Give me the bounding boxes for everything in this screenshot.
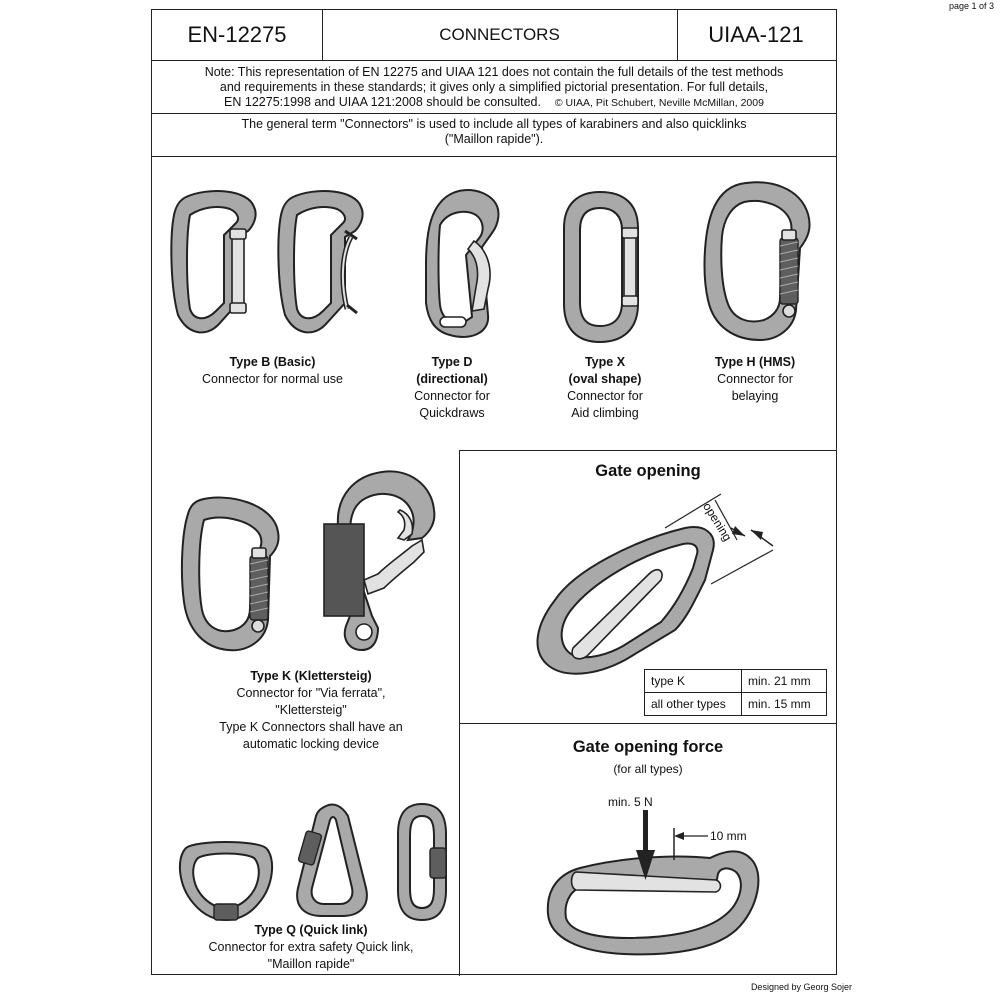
- header-standard-uiaa: UIAA-121: [708, 22, 804, 47]
- divider: [152, 60, 836, 61]
- type-b-wiregate-connector-icon: [277, 190, 364, 334]
- page-number: page 1 of 3: [948, 1, 994, 11]
- type-k-snap-hook-icon: [323, 470, 436, 652]
- type-k-desc: Connector for "Via ferrata",: [236, 686, 386, 700]
- caption-type-k: Type K (Klettersteig) Connector for "Via…: [170, 668, 452, 753]
- gate-force-diagram-icon: [546, 810, 760, 956]
- distance-label: 10 mm: [710, 829, 747, 843]
- type-x-subtitle: (oval shape): [568, 372, 642, 386]
- table-cell: min. 21 mm: [741, 669, 827, 693]
- general-text: The general term "Connectors" is used to…: [156, 117, 832, 147]
- type-b-desc: Connector for normal use: [201, 372, 344, 386]
- header-divider: [677, 10, 678, 60]
- type-k-connector-icon: [180, 496, 280, 652]
- header-standard-en: EN-12275: [187, 22, 287, 47]
- type-b-connector-icon: [170, 190, 257, 334]
- type-d-desc: Connector for: [414, 389, 490, 403]
- note-line: Note: This representation of EN 12275 an…: [204, 65, 784, 79]
- general-line: ("Maillon rapide").: [444, 132, 544, 146]
- type-h-desc: belaying: [731, 389, 779, 403]
- table-row: all other types min. 15 mm: [644, 692, 827, 716]
- caption-type-q: Type Q (Quick link) Connector for extra …: [170, 922, 452, 973]
- table-row: type K min. 21 mm: [644, 669, 827, 693]
- type-x-title: Type X: [584, 355, 626, 369]
- type-d-connector-icon: [425, 189, 500, 338]
- gate-force-title: Gate opening force: [572, 738, 724, 756]
- document-frame: EN-12275 CONNECTORS UIAA-121 Note: This …: [151, 9, 837, 976]
- type-h-title: Type H (HMS): [714, 355, 796, 369]
- type-x-connector-icon: [563, 190, 639, 344]
- type-k-title: Type K (Klettersteig): [250, 669, 372, 683]
- box-divider: [459, 450, 836, 451]
- note-line: EN 12275:1998 and UIAA 121:2008 should b…: [156, 95, 832, 111]
- header-title: CONNECTORS: [439, 25, 560, 44]
- divider: [152, 113, 836, 114]
- caption-type-h: Type H (HMS) Connector for belaying: [695, 354, 815, 405]
- type-k-desc: automatic locking device: [242, 737, 380, 751]
- type-d-desc: Quickdraws: [419, 406, 485, 420]
- table-cell: type K: [644, 669, 742, 693]
- type-q-delta-link-icon: [178, 841, 274, 922]
- type-x-desc: Connector for: [567, 389, 643, 403]
- force-label: min. 5 N: [608, 795, 653, 809]
- type-q-pear-link-icon: [296, 803, 368, 917]
- divider: [152, 156, 836, 157]
- gate-opening-table: type K min. 21 mm all other types min. 1…: [644, 669, 827, 716]
- note-text: Note: This representation of EN 12275 an…: [156, 65, 832, 111]
- gate-force-subtitle: (for all types): [613, 762, 683, 776]
- type-b-title: Type B (Basic): [229, 355, 316, 369]
- type-k-desc: Type K Connectors shall have an: [219, 720, 403, 734]
- type-k-desc: "Klettersteig": [275, 703, 347, 717]
- type-d-subtitle: (directional): [416, 372, 488, 386]
- copyright: © UIAA, Pit Schubert, Neville McMillan, …: [554, 97, 764, 109]
- general-line: The general term "Connectors" is used to…: [241, 117, 747, 131]
- note-line: and requirements in these standards; it …: [219, 80, 769, 94]
- type-q-title: Type Q (Quick link): [254, 923, 368, 937]
- type-h-connector-icon: [703, 181, 811, 342]
- table-cell: all other types: [644, 692, 742, 716]
- note-line-text: EN 12275:1998 and UIAA 121:2008 should b…: [224, 95, 541, 109]
- gate-opening-title: Gate opening: [595, 462, 701, 480]
- type-d-title: Type D: [431, 355, 473, 369]
- type-h-desc: Connector for: [717, 372, 793, 386]
- caption-type-b: Type B (Basic) Connector for normal use: [170, 354, 375, 388]
- caption-type-d: Type D (directional) Connector for Quick…: [392, 354, 512, 422]
- box-divider: [459, 450, 460, 976]
- box-divider: [459, 723, 836, 724]
- table-cell: min. 15 mm: [741, 692, 827, 716]
- header-divider: [322, 10, 323, 60]
- type-q-desc: Connector for extra safety Quick link,: [208, 940, 414, 954]
- gate-opening-diagram-icon: [536, 493, 774, 675]
- type-q-oval-link-icon: [397, 802, 447, 922]
- type-q-desc: "Maillon rapide": [267, 957, 355, 971]
- designer-credit: Designed by Georg Sojer: [750, 982, 852, 992]
- type-x-desc: Aid climbing: [571, 406, 639, 420]
- caption-type-x: Type X (oval shape) Connector for Aid cl…: [545, 354, 665, 422]
